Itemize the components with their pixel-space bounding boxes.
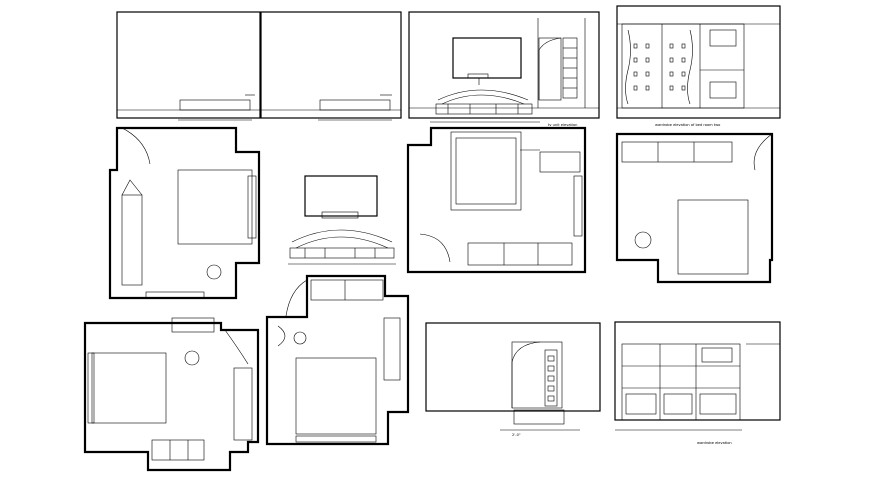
caption-wardrobe-elevation-two: wardrobe elevation bbox=[697, 441, 732, 445]
bedroom-plan-5 bbox=[265, 274, 410, 446]
bedroom-plan-2 bbox=[406, 126, 587, 274]
wall-elevation-1 bbox=[116, 11, 402, 121]
wardrobe-elevation-3: wardrobe elevation bbox=[614, 321, 781, 445]
tv-unit-plan bbox=[288, 175, 396, 265]
tv-unit-elevation: tv unit elevation bbox=[408, 11, 600, 127]
caption-wardrobe-elevation: wardrobe elevation of bed room two bbox=[655, 123, 720, 127]
bedroom-plan-4 bbox=[83, 317, 260, 472]
round-table-icon bbox=[634, 231, 652, 249]
dimension-a: 2'-0" bbox=[512, 433, 521, 437]
bedroom-plan-1 bbox=[108, 126, 261, 300]
wardrobe-elevation-2: 2'-0" bbox=[425, 322, 601, 437]
bedroom-plan-3 bbox=[615, 132, 774, 284]
wardrobe-elevation-1: wardrobe elevation of bed room two bbox=[616, 5, 781, 127]
caption-tv-unit-elevation: tv unit elevation bbox=[548, 123, 577, 127]
round-table-icon bbox=[206, 264, 222, 280]
